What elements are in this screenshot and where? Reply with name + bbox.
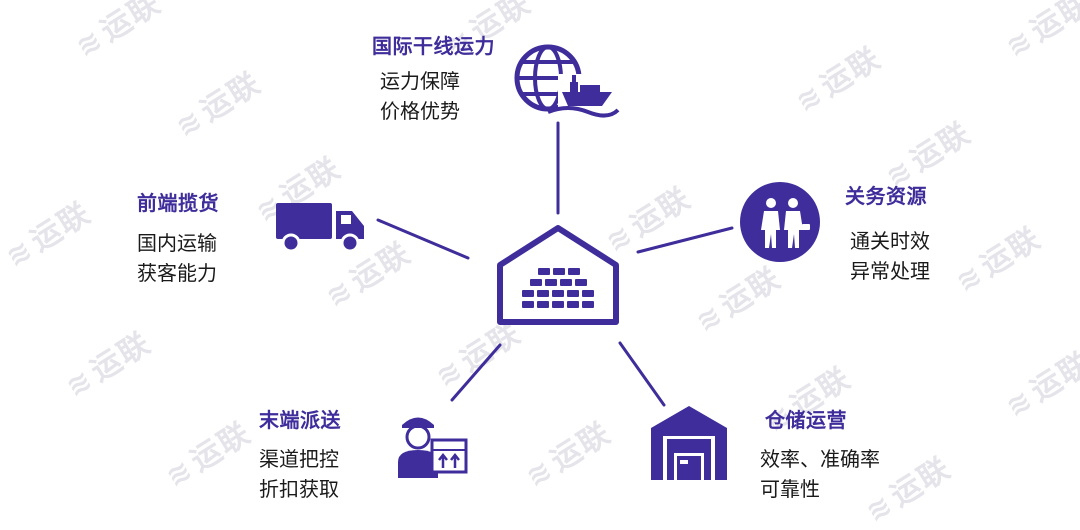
- front-line-1: 国内运输: [137, 231, 217, 255]
- customs-line-2: 异常处理: [850, 259, 930, 283]
- international-desc: 运力保障 价格优势: [380, 66, 460, 126]
- international-line-2: 价格优势: [380, 99, 460, 123]
- international-title: 国际干线运力: [372, 34, 495, 58]
- connector-storage: [618, 341, 666, 407]
- storage-title: 仓储运营: [765, 408, 847, 432]
- lastmile-line-1: 渠道把控: [259, 447, 339, 471]
- warehouse-icon: [497, 225, 619, 325]
- customs-people-icon: [740, 182, 820, 262]
- storage-warehouse-icon: [651, 406, 727, 480]
- lastmile-title: 末端派送: [259, 408, 341, 432]
- truck-icon: [276, 203, 364, 253]
- connector-customs: [636, 226, 734, 254]
- lastmile-line-2: 折扣获取: [259, 477, 339, 501]
- connector-front: [376, 218, 470, 260]
- courier-icon: [398, 417, 468, 478]
- customs-line-1: 通关时效: [850, 229, 930, 253]
- customs-desc: 通关时效 异常处理: [850, 226, 930, 286]
- lastmile-desc: 渠道把控 折扣获取: [259, 444, 339, 504]
- globe-ship-icon: [514, 44, 620, 118]
- storage-line-1: 效率、准确率: [760, 447, 880, 471]
- front-title: 前端揽货: [137, 191, 219, 215]
- front-line-2: 获客能力: [137, 261, 217, 285]
- connector-lastmile: [450, 343, 502, 402]
- customs-title: 关务资源: [845, 184, 927, 208]
- front-desc: 国内运输 获客能力: [137, 228, 217, 288]
- storage-desc: 效率、准确率 可靠性: [760, 444, 880, 504]
- storage-line-2: 可靠性: [760, 477, 820, 501]
- international-line-1: 运力保障: [380, 69, 460, 93]
